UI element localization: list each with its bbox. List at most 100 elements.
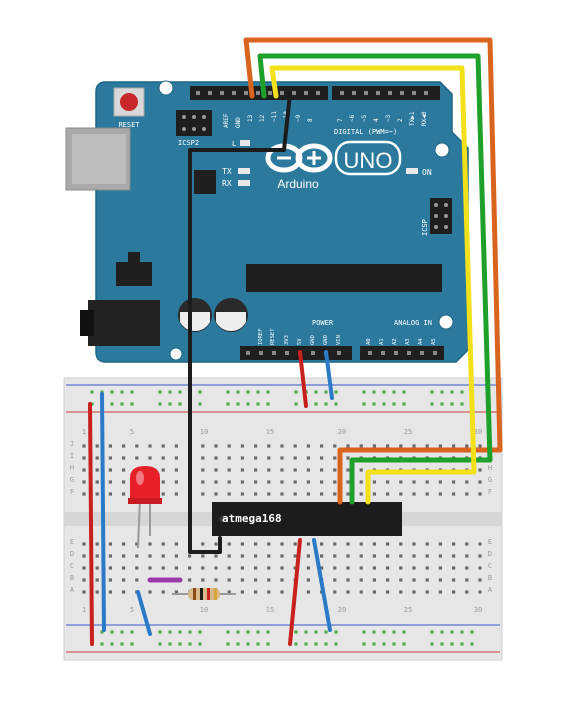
on-label: ON bbox=[422, 168, 432, 177]
breadboard-hole bbox=[227, 456, 231, 460]
rail-hole bbox=[440, 390, 444, 394]
breadboard-hole bbox=[95, 468, 99, 472]
breadboard-hole bbox=[174, 554, 178, 558]
breadboard-hole bbox=[359, 480, 363, 484]
pin-0-label: RX◀0 bbox=[421, 111, 428, 126]
col-number-15-bottom: 15 bbox=[266, 606, 274, 614]
breadboard-hole bbox=[254, 542, 258, 546]
voltage-regulator bbox=[116, 252, 152, 286]
breadboard-hole bbox=[148, 566, 152, 570]
rail-hole bbox=[178, 642, 182, 646]
breadboard-hole bbox=[280, 578, 284, 582]
rail-hole bbox=[314, 630, 318, 634]
rail-hole bbox=[158, 390, 162, 394]
pin-1-label: TX▶1 bbox=[409, 111, 416, 126]
breadboard-hole bbox=[359, 444, 363, 448]
rail-hole bbox=[334, 390, 338, 394]
breadboard-hole bbox=[359, 578, 363, 582]
header-pin bbox=[337, 351, 341, 355]
breadboard-hole bbox=[108, 492, 112, 496]
pin-8-label: 8 bbox=[307, 118, 314, 122]
breadboard-hole bbox=[293, 444, 297, 448]
breadboard-hole bbox=[82, 554, 86, 558]
row-letter-c: C bbox=[70, 562, 74, 570]
breadboard-hole bbox=[240, 468, 244, 472]
breadboard-hole bbox=[438, 554, 442, 558]
breadboard-hole bbox=[254, 566, 258, 570]
breadboard-hole bbox=[240, 578, 244, 582]
header-pin bbox=[246, 351, 250, 355]
breadboard-hole bbox=[280, 590, 284, 594]
rail-hole bbox=[324, 630, 328, 634]
breadboard-hole bbox=[425, 554, 429, 558]
breadboard-hole bbox=[95, 456, 99, 460]
row-letter-i: I bbox=[70, 452, 74, 460]
breadboard-hole bbox=[280, 492, 284, 496]
rail-hole bbox=[294, 630, 298, 634]
rail-hole bbox=[168, 642, 172, 646]
breadboard-hole bbox=[240, 480, 244, 484]
tx-led bbox=[238, 168, 250, 174]
col-number-10-bottom: 10 bbox=[200, 606, 208, 614]
col-number-1: 1 bbox=[82, 428, 86, 436]
row-letter-e-right: E bbox=[488, 538, 492, 546]
row-letter-g: G bbox=[70, 476, 74, 484]
breadboard-hole bbox=[122, 480, 126, 484]
reset-button[interactable] bbox=[113, 87, 145, 117]
rail-hole bbox=[314, 402, 318, 406]
breadboard-hole bbox=[267, 492, 271, 496]
header-pin bbox=[407, 351, 411, 355]
rail-hole bbox=[470, 642, 474, 646]
header-pin bbox=[311, 351, 315, 355]
breadboard-hole bbox=[267, 456, 271, 460]
breadboard-hole bbox=[372, 554, 376, 558]
capacitor-1 bbox=[178, 298, 212, 332]
row-letter-b-right: B bbox=[488, 574, 492, 582]
breadboard-hole bbox=[122, 578, 126, 582]
rail-hole bbox=[430, 642, 434, 646]
breadboard-hole bbox=[108, 542, 112, 546]
breadboard-hole bbox=[425, 590, 429, 594]
breadboard-hole bbox=[174, 480, 178, 484]
rail-hole bbox=[382, 402, 386, 406]
breadboard-hole bbox=[240, 492, 244, 496]
breadboard-hole bbox=[346, 566, 350, 570]
breadboard-hole bbox=[425, 492, 429, 496]
breadboard-hole bbox=[135, 578, 139, 582]
rail-hole bbox=[430, 630, 434, 634]
rail-hole bbox=[246, 630, 250, 634]
breadboard-hole bbox=[346, 590, 350, 594]
breadboard-hole bbox=[293, 542, 297, 546]
atmega168-chip bbox=[212, 502, 402, 536]
breadboard-hole bbox=[267, 566, 271, 570]
pin-2-label: 2 bbox=[397, 118, 404, 122]
rail-hole bbox=[392, 630, 396, 634]
breadboard-hole bbox=[254, 578, 258, 582]
breadboard-hole bbox=[412, 578, 416, 582]
breadboard-hole bbox=[399, 566, 403, 570]
blue-rail-jumper-left bbox=[100, 392, 106, 632]
breadboard-hole bbox=[161, 492, 165, 496]
breadboard-hole bbox=[386, 542, 390, 546]
rail-hole bbox=[226, 630, 230, 634]
breadboard-hole bbox=[306, 554, 310, 558]
row-letter-d-right: D bbox=[488, 550, 492, 558]
breadboard-hole bbox=[227, 444, 231, 448]
breadboard-hole bbox=[425, 566, 429, 570]
header-pin bbox=[244, 91, 248, 95]
breadboard-hole bbox=[333, 456, 337, 460]
breadboard-hole bbox=[386, 480, 390, 484]
breadboard-hole bbox=[240, 590, 244, 594]
rail-hole bbox=[130, 630, 134, 634]
breadboard-hole bbox=[148, 444, 152, 448]
breadboard-hole bbox=[399, 554, 403, 558]
rail-hole bbox=[246, 642, 250, 646]
rail-hole bbox=[334, 642, 338, 646]
breadboard-hole bbox=[240, 566, 244, 570]
header-pin bbox=[208, 91, 212, 95]
breadboard-hole bbox=[214, 468, 218, 472]
red-wire-5v bbox=[298, 350, 308, 408]
breadboard-hole bbox=[148, 456, 152, 460]
breadboard-hole bbox=[267, 542, 271, 546]
breadboard-hole bbox=[372, 542, 376, 546]
